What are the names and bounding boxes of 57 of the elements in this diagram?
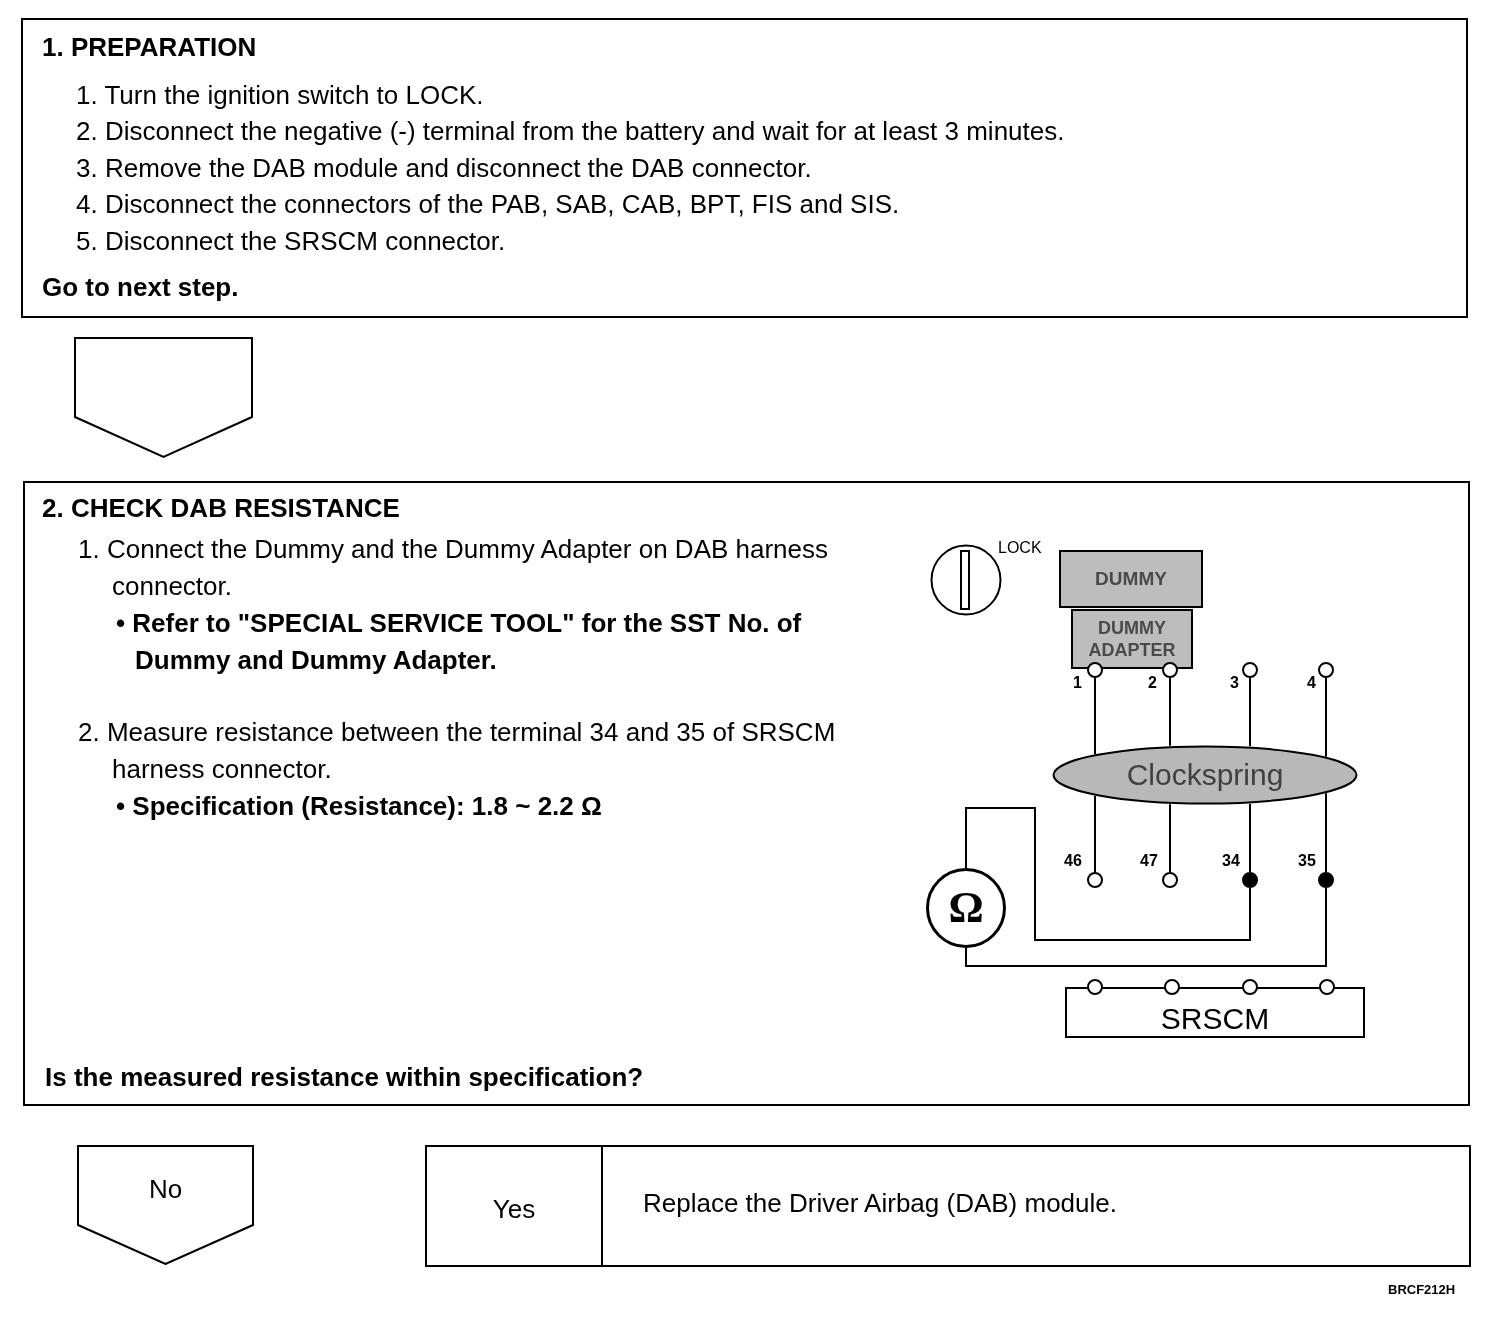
terminal-circle — [1162, 872, 1178, 888]
terminal-number: 3 — [1230, 675, 1239, 691]
step-box — [23, 481, 1470, 1106]
note-text: • Specification (Resistance): 1.8 ~ 2.2 Ω — [115, 790, 603, 823]
wire — [1169, 803, 1171, 873]
module-box: SRSCM — [1065, 987, 1365, 1038]
terminal-circle — [1087, 872, 1103, 888]
wire — [1249, 677, 1251, 748]
terminal-circle — [1242, 662, 1258, 678]
terminal-number: 2 — [1148, 675, 1157, 691]
terminal-number: 35 — [1298, 853, 1316, 869]
terminal-circle — [1162, 662, 1178, 678]
note-text: • Refer to "SPECIAL SERVICE TOOL" for the SST No. of Dummy and Dummy Adapter. — [115, 607, 803, 677]
instruction-text: 2. Measure resistance between the terminal 34 and 35 of SRSCM harness connector. — [77, 716, 837, 786]
wire — [1325, 792, 1327, 873]
adapter-box: DUMMY ADAPTER — [1071, 609, 1193, 669]
step-heading: 1. PREPARATION — [42, 31, 258, 64]
question-text: Is the measured resistance within specification? — [45, 1061, 644, 1094]
step-box — [21, 18, 1468, 318]
terminal-circle — [1319, 979, 1335, 995]
ohm-symbol: Ω — [948, 886, 984, 930]
answer-cell: Yes — [427, 1147, 603, 1265]
terminal-number: 1 — [1073, 675, 1082, 691]
terminal-circle — [1087, 662, 1103, 678]
step-heading: 2. CHECK DAB RESISTANCE — [42, 492, 401, 525]
component-label: Clockspring — [1126, 760, 1284, 790]
terminal-number: 46 — [1064, 853, 1082, 869]
instruction-text: 2. Disconnect the negative (-) terminal from the battery and wait for at least 3 minutes. — [75, 115, 1066, 148]
wire — [1325, 677, 1327, 758]
wire — [965, 807, 1251, 941]
terminal-circle — [1318, 662, 1334, 678]
wire — [1094, 794, 1096, 873]
figure-code: BRCF212H — [1388, 1283, 1456, 1296]
terminal-number: 47 — [1140, 853, 1158, 869]
terminal-circle — [1164, 979, 1180, 995]
instruction-text: 1. Turn the ignition switch to LOCK. — [75, 78, 485, 112]
switch-position-label: LOCK — [998, 540, 1042, 556]
wire — [1169, 677, 1171, 747]
answer-label: No — [149, 1176, 183, 1202]
terminal-number: 4 — [1307, 675, 1316, 691]
result-box — [425, 1145, 1471, 1267]
terminal-circle — [1242, 872, 1258, 888]
terminal-circle — [1242, 979, 1258, 995]
wire — [1094, 677, 1096, 756]
wire — [965, 887, 1327, 967]
next-step-text: Go to next step. — [42, 271, 240, 304]
instruction-text: 3. Remove the DAB module and disconnect the DAB connector. — [75, 151, 813, 185]
instruction-text: 4. Disconnect the connectors of the PAB, SAB, CAB, BPT, FIS and SIS. — [75, 188, 901, 221]
terminal-number: 34 — [1222, 853, 1240, 869]
chevron-arrow — [74, 337, 253, 459]
terminal-circle — [1087, 979, 1103, 995]
action-text: Replace the Driver Airbag (DAB) module. — [642, 1186, 1117, 1220]
terminal-circle — [1318, 872, 1334, 888]
dummy-box: DUMMY — [1059, 550, 1203, 608]
instruction-text: 1. Connect the Dummy and the Dummy Adapter on DAB harness connector. — [77, 533, 830, 603]
wire — [1249, 802, 1251, 873]
instruction-text: 5. Disconnect the SRSCM connector. — [75, 224, 507, 258]
